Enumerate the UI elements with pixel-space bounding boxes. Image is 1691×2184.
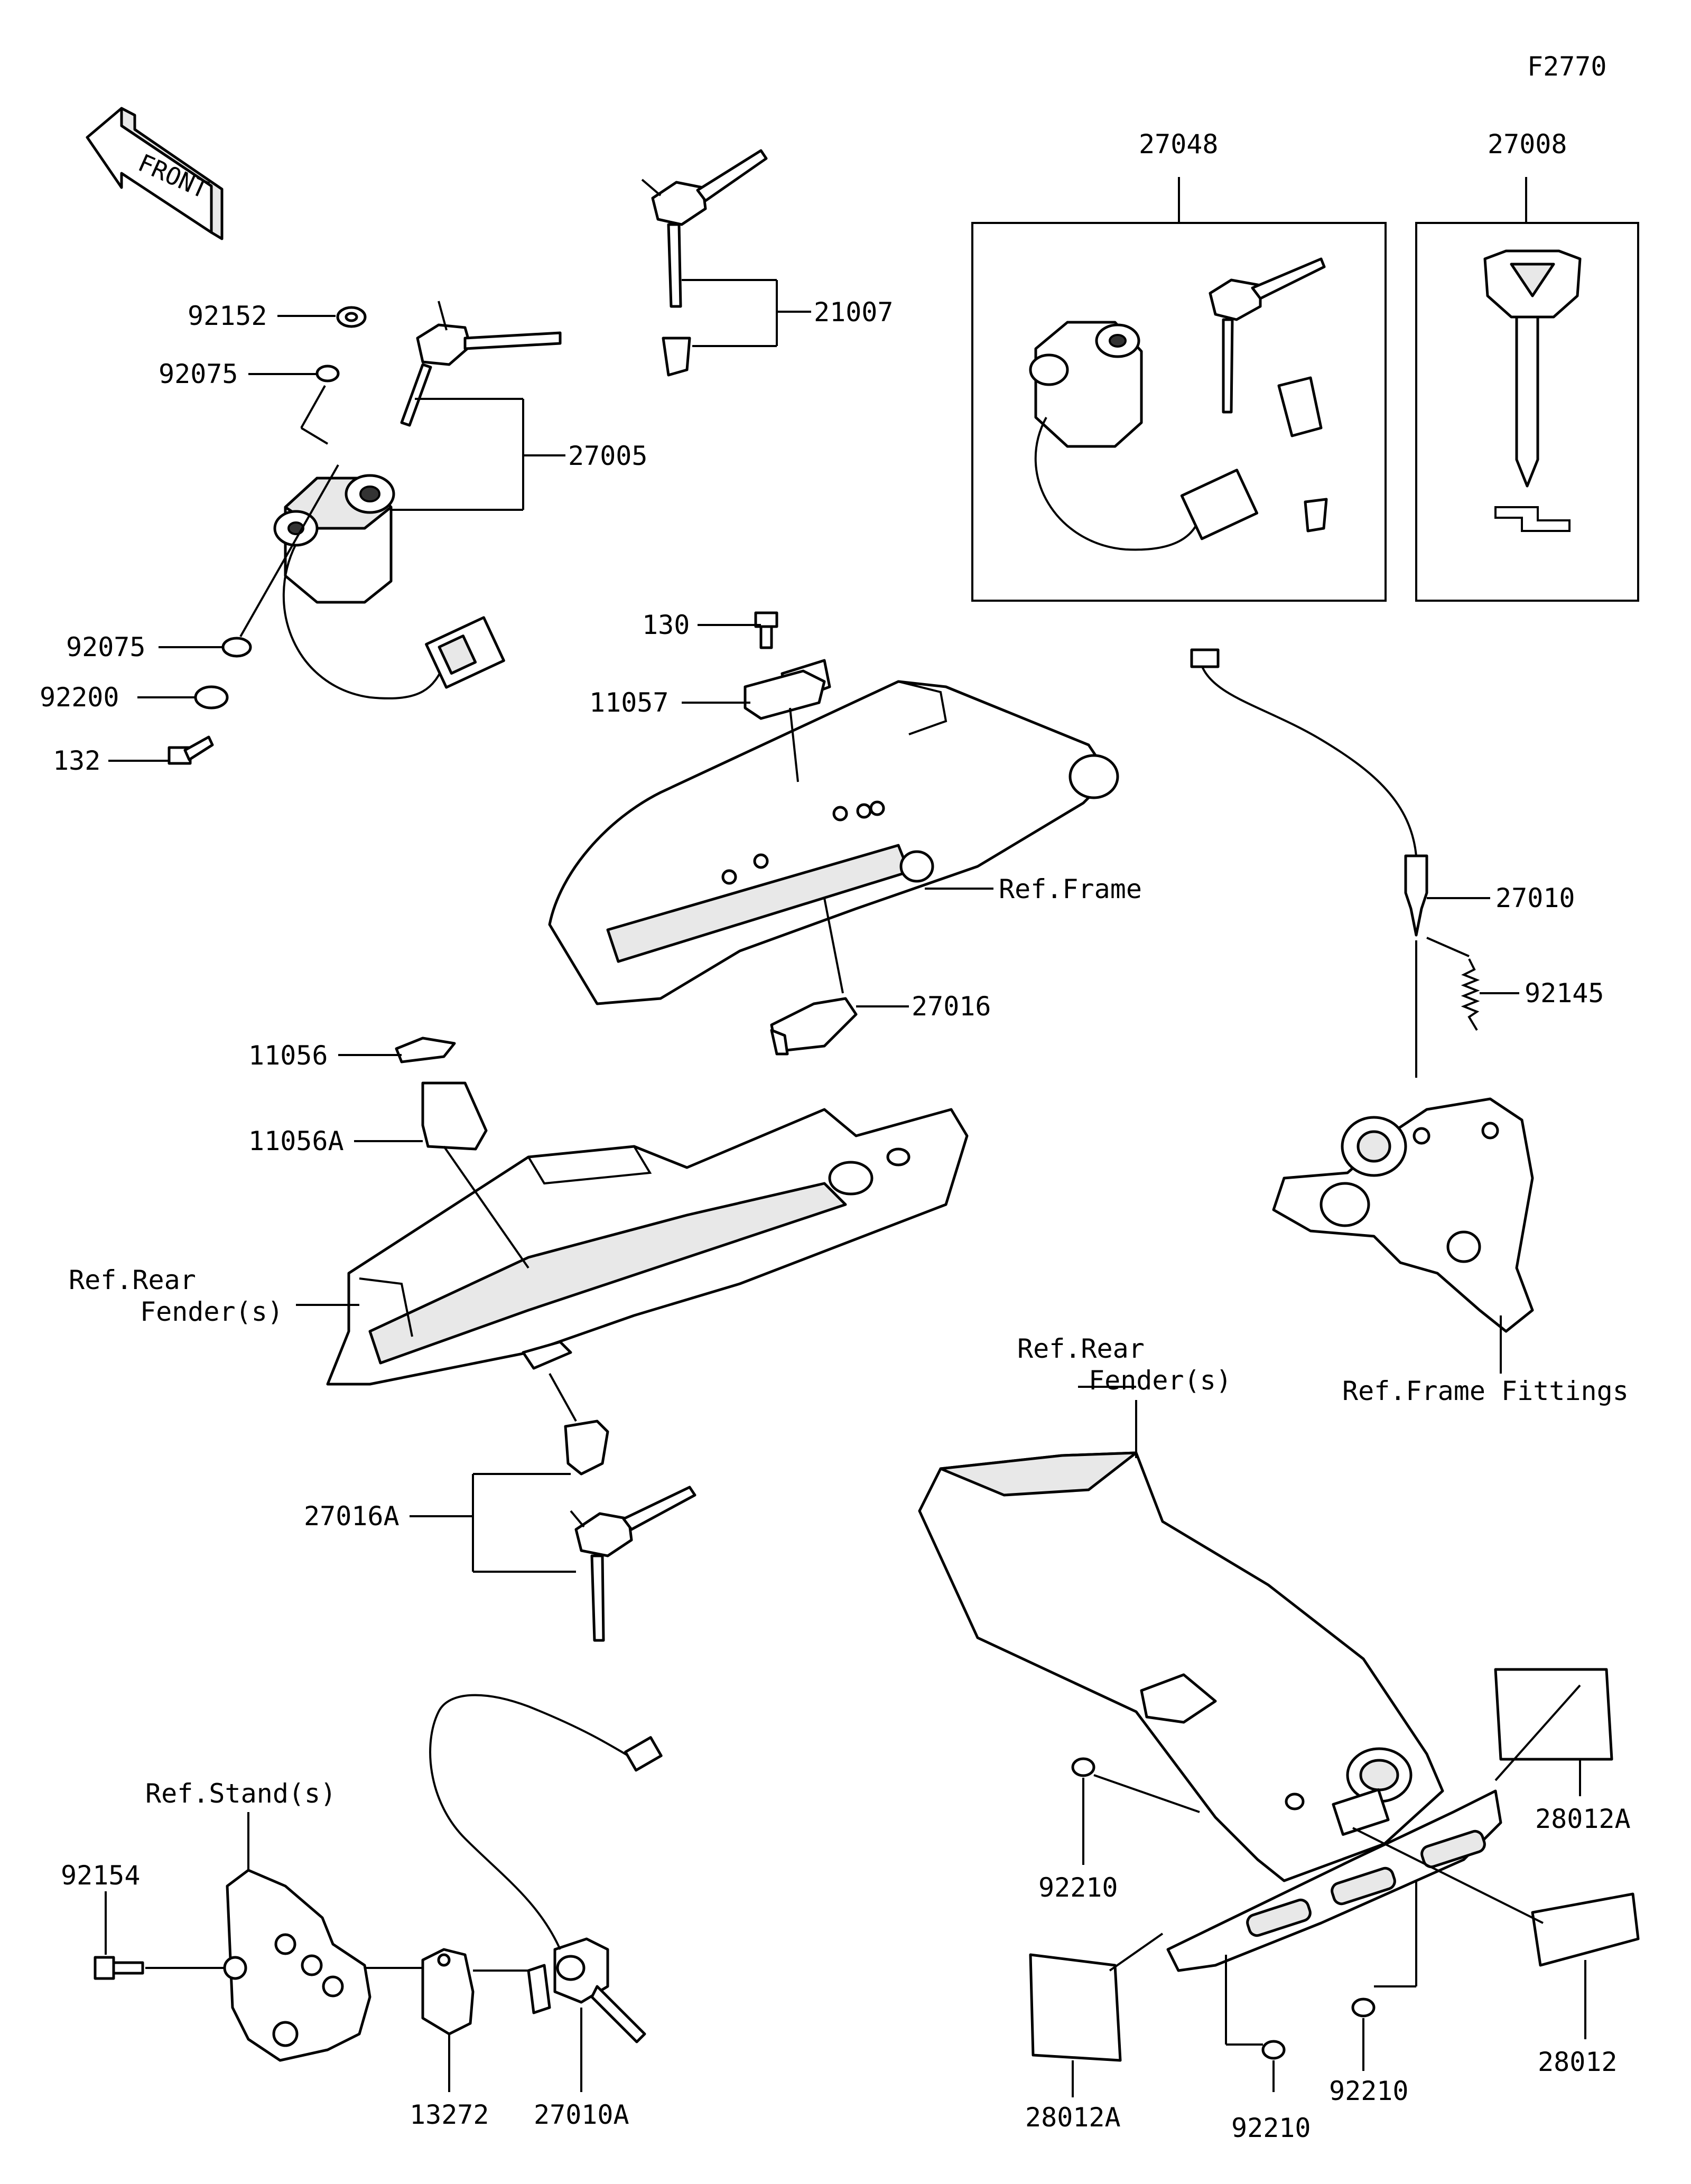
callout-92152: 92152 <box>188 301 267 331</box>
callout-92210-a: 92210 <box>1038 1872 1118 1903</box>
leaders-top-left <box>108 315 565 762</box>
washer-92075-bottom <box>221 637 252 658</box>
reflector-28012a-left <box>1029 1953 1122 2062</box>
callout-13272: 13272 <box>410 2099 489 2130</box>
bolt-92154 <box>94 1956 144 1980</box>
bracket-27016 <box>770 997 858 1056</box>
callout-28012a-left: 28012A <box>1025 2102 1121 2133</box>
spring-92145 <box>1461 958 1480 1031</box>
insert-21007 <box>662 337 691 377</box>
callout-92210-b: 92210 <box>1329 2076 1409 2106</box>
callout-27008: 27008 <box>1488 129 1567 160</box>
callout-27048: 27048 <box>1139 129 1219 160</box>
callout-92075-bottom: 92075 <box>66 632 146 662</box>
key-21007 <box>641 149 768 308</box>
stand-bracket <box>223 1869 371 2062</box>
callout-92075-top: 92075 <box>159 359 238 389</box>
washer-92200 <box>194 685 229 710</box>
callout-130: 130 <box>642 610 690 640</box>
lock-27016a <box>564 1420 609 1476</box>
callout-11057: 11057 <box>589 687 669 718</box>
callout-27005: 27005 <box>568 441 648 471</box>
kit-27048-box <box>971 222 1387 602</box>
ref-rear-fender-label-2-line1: Ref.Rear <box>1017 1333 1145 1364</box>
leaders-stand <box>105 1812 582 2092</box>
ref-stands-label: Ref.Stand(s) <box>145 1778 336 1809</box>
callout-92210-c: 92210 <box>1231 2113 1311 2143</box>
callout-11056: 11056 <box>248 1040 328 1071</box>
nut-92210-c <box>1261 2040 1286 2060</box>
plate-13272 <box>421 1948 475 2036</box>
ref-rear-fender-label-1-line1: Ref.Rear <box>69 1265 196 1295</box>
callout-27010: 27010 <box>1495 883 1575 913</box>
cable-27010 <box>1190 648 1428 937</box>
ref-rear-fender-label-1-line2: Fender(s) <box>140 1296 283 1327</box>
callout-28012a-right: 28012A <box>1535 1804 1631 1834</box>
leaders-fender <box>296 1054 577 1573</box>
key-27005 <box>400 301 562 427</box>
bolt-130 <box>754 611 778 649</box>
switch-27010a <box>429 1694 663 2043</box>
callout-11056a: 11056A <box>248 1126 344 1156</box>
bolt-132 <box>168 735 214 765</box>
rear-fender-upper <box>326 1108 969 1386</box>
reflector-28012 <box>1531 1892 1640 1967</box>
plate-11057 <box>744 669 826 720</box>
callout-27010a: 27010A <box>534 2099 629 2130</box>
ref-frame-fittings-label: Ref.Frame Fittings <box>1342 1376 1629 1406</box>
plate-11056a <box>421 1081 488 1151</box>
frame-fittings <box>1272 1097 1534 1333</box>
callout-92145: 92145 <box>1525 978 1604 1009</box>
front-arrow-icon: FRONT <box>86 107 224 240</box>
leaders-frame <box>682 624 993 1007</box>
leaders-cable <box>1415 897 1519 1078</box>
leaders-license <box>1072 1386 1586 2097</box>
key-27016a <box>570 1486 696 1642</box>
kit-27048-contents <box>1029 257 1328 551</box>
nut-92210-b <box>1351 1998 1376 2018</box>
callout-27016: 27016 <box>912 991 991 1022</box>
callout-28012: 28012 <box>1538 2047 1618 2077</box>
frame-assembly <box>548 659 1119 1005</box>
clip-11056 <box>395 1037 456 1063</box>
key-27008 <box>1483 249 1582 532</box>
license-light-bracket <box>1166 1788 1502 1972</box>
nut-92210-a <box>1071 1757 1095 1777</box>
figure-code: F2770 <box>1527 51 1607 82</box>
callout-27016a: 27016A <box>304 1501 399 1532</box>
ignition-switch-27005 <box>273 306 505 699</box>
callout-labels: 27048 27008 21007 92152 92075 27005 9207… <box>40 129 1631 2143</box>
callout-92200: 92200 <box>40 682 119 713</box>
callout-132: 132 <box>53 745 100 776</box>
callout-21007: 21007 <box>814 297 894 328</box>
callout-92154: 92154 <box>61 1860 141 1891</box>
ref-frame-label: Ref.Frame <box>999 874 1142 904</box>
leaders-21007 <box>682 279 811 347</box>
ref-rear-fender-label-2-line2: Fender(s) <box>1089 1365 1232 1396</box>
